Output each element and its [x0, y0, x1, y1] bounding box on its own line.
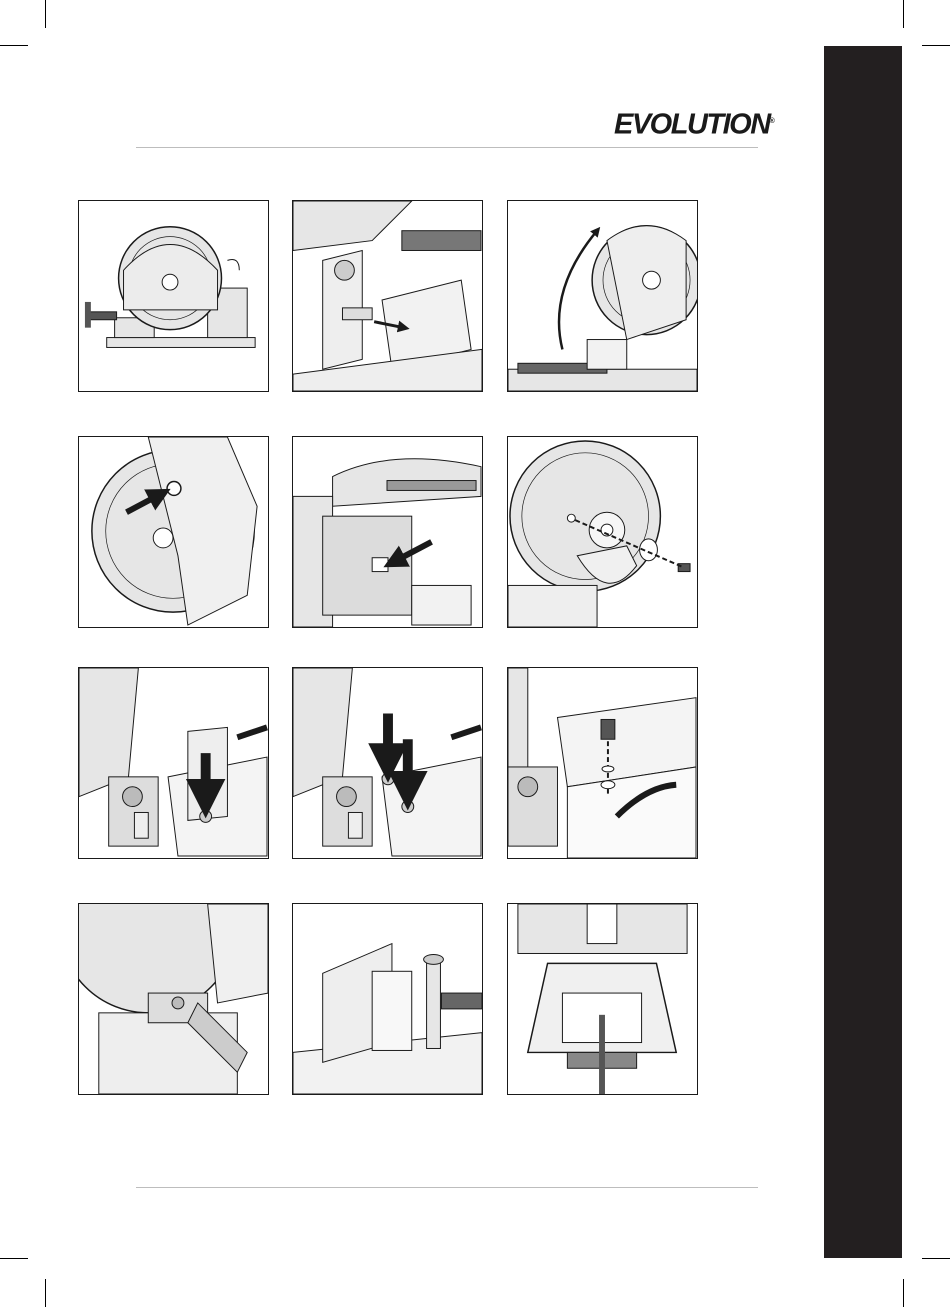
figure-panel-2: [292, 200, 483, 392]
figure-panel-1: [78, 200, 269, 392]
figure-panel-7: [78, 667, 269, 859]
figure-panel-9: [507, 667, 698, 859]
crop-mark: [0, 1258, 28, 1259]
fence-two-bolts-arrow-icon: [293, 668, 482, 858]
saw-side-view-icon: [79, 201, 268, 391]
brand-logo-text: EVOLUTION: [614, 109, 770, 141]
registered-mark: ®: [770, 118, 775, 125]
vice-front-view-icon: [508, 904, 697, 1094]
spindle-lock-arrow-icon: [293, 437, 482, 627]
guard-detail-icon: [79, 904, 268, 1094]
crop-mark: [45, 0, 46, 28]
figure-panel-3: [507, 200, 698, 392]
figure-panel-11: [292, 903, 483, 1095]
pivot-lock-pin-icon: [293, 201, 482, 391]
figure-panel-8: [292, 667, 483, 859]
crop-mark: [903, 0, 904, 28]
figure-panel-12: [507, 903, 698, 1095]
figure-panel-5: [292, 436, 483, 628]
header-rule: [136, 147, 758, 148]
figure-panel-10: [78, 903, 269, 1095]
vice-clamp-icon: [293, 904, 482, 1094]
crop-mark: [922, 1258, 950, 1259]
crop-mark: [45, 1279, 46, 1307]
guard-screw-arrow-icon: [79, 437, 268, 627]
section-side-tab: [824, 46, 902, 1258]
footer-rule: [136, 1187, 758, 1188]
raise-head-arrow-icon: [508, 201, 697, 391]
brand-logo: EVOLUTION®: [614, 105, 764, 139]
crop-mark: [903, 1279, 904, 1307]
crop-mark: [0, 45, 28, 46]
crop-mark: [922, 45, 950, 46]
figure-panel-6: [507, 436, 698, 628]
blade-bolt-exploded-icon: [508, 437, 697, 627]
fence-bolt-exploded-icon: [508, 668, 697, 858]
fence-bolt-arrow-icon: [79, 668, 268, 858]
figure-panel-4: [78, 436, 269, 628]
